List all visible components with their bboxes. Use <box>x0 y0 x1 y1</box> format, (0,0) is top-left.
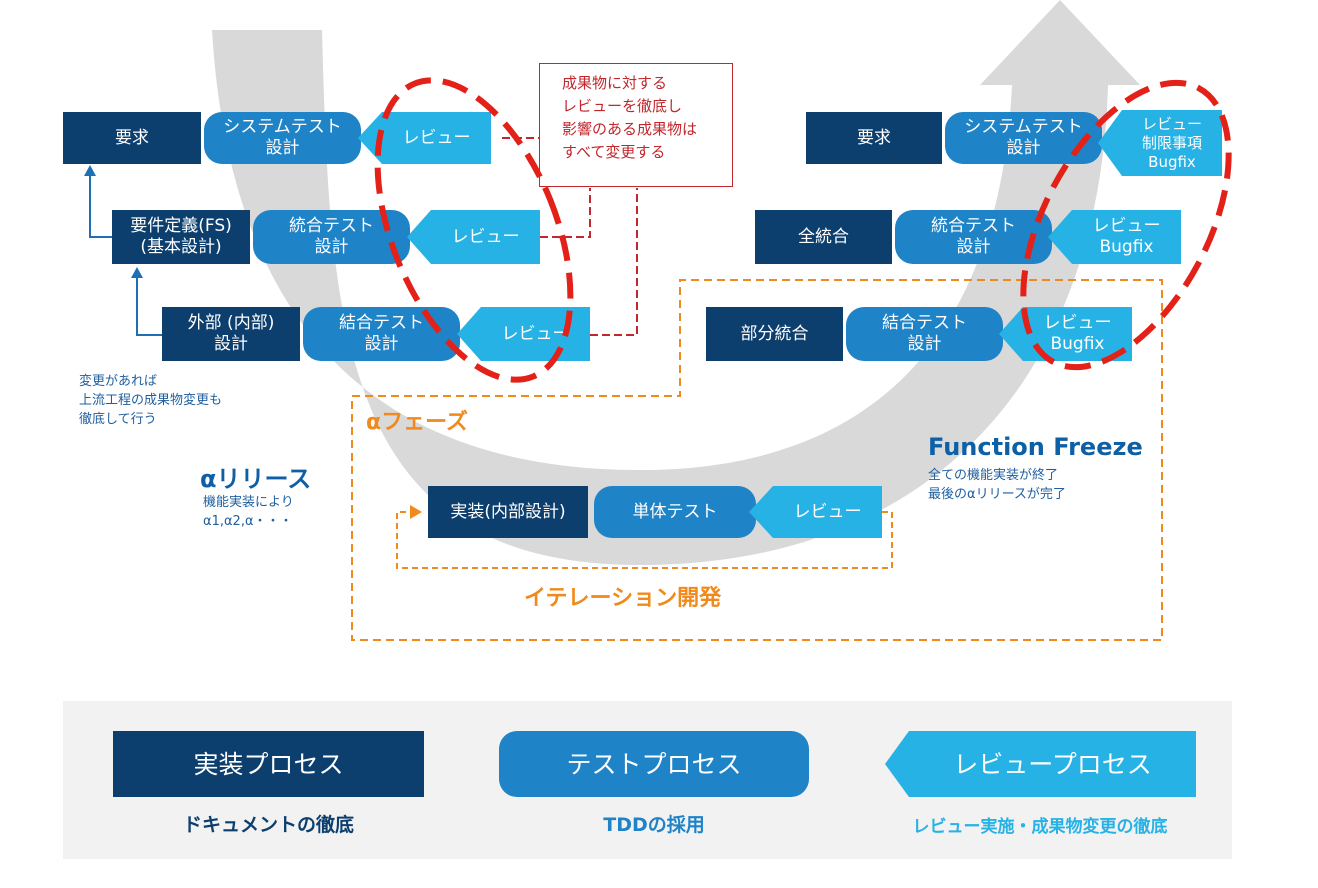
left-review-box-1: レビュー <box>358 112 491 164</box>
function-freeze-desc: 全ての機能実装が終了 最後のαリリースが完了 <box>928 468 1066 502</box>
iteration-impl-box: 実装(内部設計) <box>428 486 588 538</box>
callout-connector-3 <box>590 188 638 336</box>
iteration-unit-test-box: 単体テスト <box>594 486 756 538</box>
right-full-integration-box: 全統合 <box>755 210 892 264</box>
legend-test-box: テストプロセス <box>499 731 809 797</box>
right-systemtest-box: システムテスト 設計 <box>945 112 1102 164</box>
left-external-design-box: 外部 (内部) 設計 <box>162 307 300 361</box>
review-callout: 成果物に対する レビューを徹底し 影響のある成果物は すべて変更する <box>539 63 733 187</box>
right-review-box-3: レビュー Bugfix <box>999 307 1132 361</box>
alpha-phase-label: αフェーズ <box>366 410 469 435</box>
right-review-box-2: レビュー Bugfix <box>1048 210 1181 264</box>
left-change-note: 変更があれば 上流工程の成果物変更も 徹底して行う <box>79 374 223 427</box>
connector-fs-to-req <box>89 172 112 238</box>
left-integration-test-box: 統合テスト 設計 <box>253 210 410 264</box>
left-combined-test-box: 結合テスト 設計 <box>303 307 460 361</box>
left-systemtest-box: システムテスト 設計 <box>204 112 361 164</box>
flow-arrow-shape <box>212 0 1140 565</box>
connector-ext-to-fs <box>136 274 162 336</box>
iteration-review-box: レビュー <box>749 486 882 538</box>
left-review-box-2: レビュー <box>407 210 540 264</box>
left-req-box: 要求 <box>63 112 201 164</box>
right-combined-test-box: 結合テスト 設計 <box>846 307 1003 361</box>
alpha-release-title: αリリース <box>200 465 312 493</box>
legend-test-desc: TDDの採用 <box>603 814 705 836</box>
right-req-box: 要求 <box>806 112 942 164</box>
iteration-arrowhead <box>410 505 422 519</box>
iteration-loop-line <box>396 511 893 569</box>
legend-impl-desc: ドキュメントの徹底 <box>182 814 354 836</box>
legend-review-box: レビュープロセス <box>885 731 1196 797</box>
right-review-box-1: レビュー 制限事項 Bugfix <box>1098 110 1222 176</box>
left-fs-box: 要件定義(FS) (基本設計) <box>112 210 250 264</box>
alpha-release-desc: 機能実装により α1,α2,α・・・ <box>203 495 294 529</box>
arrowhead-fs <box>131 267 143 278</box>
right-integration-test-box: 統合テスト 設計 <box>895 210 1052 264</box>
function-freeze-title: Function Freeze <box>928 433 1143 461</box>
left-review-box-3: レビュー <box>457 307 590 361</box>
iteration-label: イテレーション開発 <box>524 586 722 611</box>
right-partial-integration-box: 部分統合 <box>706 307 843 361</box>
legend-impl-box: 実装プロセス <box>113 731 424 797</box>
callout-connector-2 <box>540 188 591 238</box>
arrowhead-req <box>84 165 96 176</box>
legend-review-desc: レビュー実施・成果物変更の徹底 <box>912 817 1168 837</box>
